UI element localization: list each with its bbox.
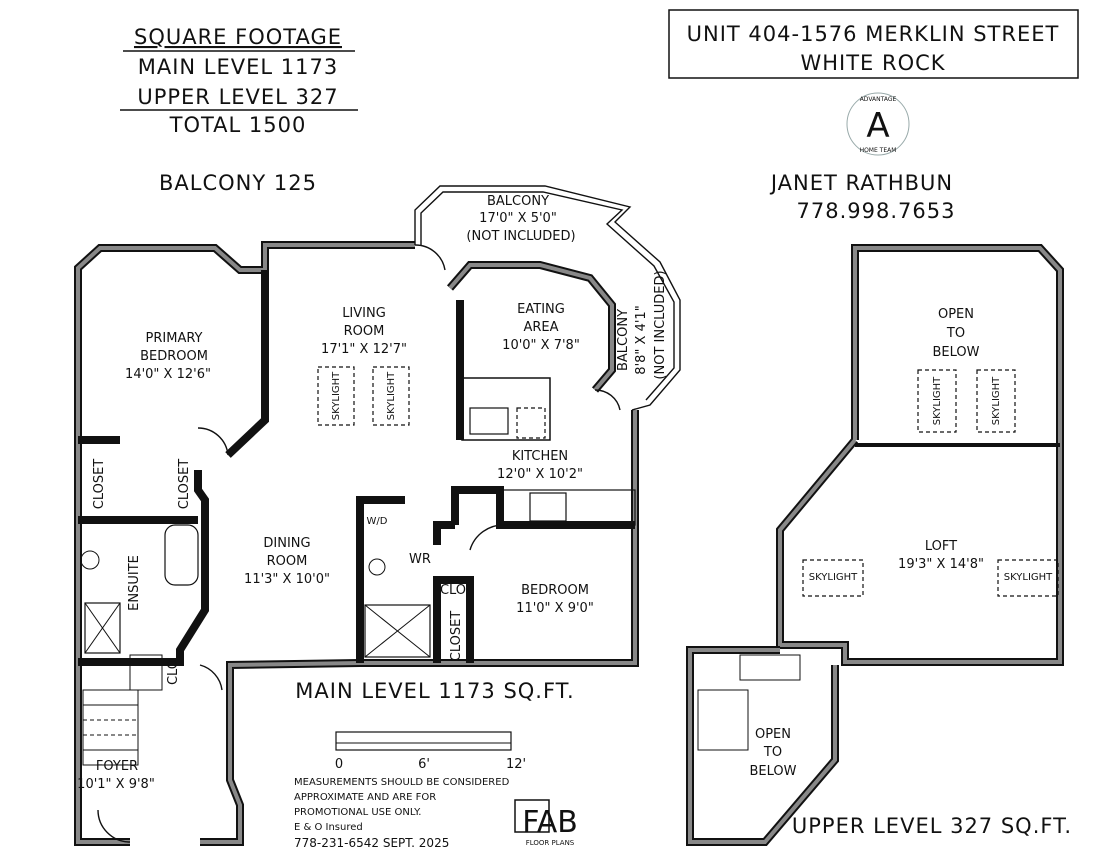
wr-label: WR — [409, 552, 431, 567]
disclaimer: MEASUREMENTS SHOULD BE CONSIDERED APPROX… — [294, 777, 510, 850]
ensuite-label: ENSUITE — [127, 555, 142, 611]
fab-logo-text: FAB — [522, 805, 578, 840]
advantage-logo: ADVANTAGE A HOME TEAM — [846, 92, 910, 156]
balcony-side-note: (NOT INCLUDED) — [653, 270, 668, 379]
sqft-heading: SQUARE FOOTAGE — [134, 25, 342, 49]
balcony-side-dims: 8'8" X 4'1" — [634, 305, 649, 374]
balcony-top-name: BALCONY — [487, 194, 549, 209]
primary-dims: 14'0" X 12'6" — [125, 367, 211, 382]
skylight-label: SKYLIGHT — [932, 376, 943, 425]
foyer-dims: 10'1" X 9'8" — [77, 777, 155, 792]
bedroom-name: BEDROOM — [521, 583, 589, 598]
kitchen-name: KITCHEN — [512, 449, 568, 464]
primary-name2: BEDROOM — [140, 349, 208, 364]
sqft-balcony: BALCONY 125 — [159, 171, 317, 195]
main-level-walls — [74, 185, 681, 846]
sqft-total: TOTAL 1500 — [169, 113, 307, 137]
scale-label: 6' — [418, 757, 430, 772]
clo-label-2: CLO — [166, 659, 181, 685]
logo-top: ADVANTAGE — [860, 96, 897, 103]
disclaimer-line: PROMOTIONAL USE ONLY. — [294, 807, 421, 818]
upper-level-title: UPPER LEVEL 327 SQ.FT. — [792, 814, 1072, 838]
living-name: LIVING — [342, 306, 386, 321]
square-footage-block: SQUARE FOOTAGE MAIN LEVEL 1173 UPPER LEV… — [120, 25, 358, 195]
skylight-label: SKYLIGHT — [331, 371, 342, 420]
scale-label: 0 — [335, 757, 343, 772]
primary-name: PRIMARY — [146, 331, 203, 346]
agent-phone: 778.998.7653 — [797, 199, 956, 223]
kitchen-dims: 12'0" X 10'2" — [497, 467, 583, 482]
skylight-label: SKYLIGHT — [386, 371, 397, 420]
living-name2: ROOM — [344, 324, 385, 339]
skylight-label: SKYLIGHT — [1004, 572, 1053, 583]
open-label: OPEN — [755, 727, 791, 742]
disclaimer-contact: 778-231-6542 SEPT. 2025 — [294, 836, 449, 850]
upper-level-walls — [686, 244, 1064, 846]
logo-bottom: HOME TEAM — [860, 147, 897, 154]
balcony-top-note: (NOT INCLUDED) — [466, 229, 575, 244]
disclaimer-line: APPROXIMATE AND ARE FOR — [294, 792, 436, 803]
open-label: TO — [946, 326, 965, 341]
scale-label: 12' — [506, 757, 526, 772]
eating-name2: AREA — [523, 320, 558, 335]
open-label: OPEN — [938, 307, 974, 322]
main-level-title: MAIN LEVEL 1173 SQ.FT. — [295, 679, 574, 703]
loft-name: LOFT — [925, 539, 957, 554]
disclaimer-line: E & O Insured — [294, 822, 363, 833]
closet-label-2: CLOSET — [177, 459, 192, 510]
eating-name: EATING — [517, 302, 565, 317]
bedroom-dims: 11'0" X 9'0" — [516, 601, 594, 616]
skylight-label: SKYLIGHT — [809, 572, 858, 583]
eating-dims: 10'0" X 7'8" — [502, 338, 580, 353]
open-label: TO — [763, 745, 782, 760]
dining-name2: ROOM — [267, 554, 308, 569]
logo-letter: A — [866, 106, 889, 146]
open-label: BELOW — [933, 345, 980, 360]
address-box: UNIT 404-1576 MERKLIN STREET WHITE ROCK — [668, 9, 1079, 79]
sqft-upper: UPPER LEVEL 327 — [137, 85, 338, 109]
room-labels-main: BALCONY 17'0" X 5'0" (NOT INCLUDED) BALC… — [77, 194, 668, 792]
dining-name: DINING — [263, 536, 310, 551]
clo-label-1: CLO — [440, 583, 466, 598]
open-label: BELOW — [750, 764, 797, 779]
living-dims: 17'1" X 12'7" — [321, 342, 407, 357]
closet-label-3: CLOSET — [449, 611, 464, 662]
address-line2: WHITE ROCK — [800, 51, 945, 75]
sqft-main: MAIN LEVEL 1173 — [138, 55, 338, 79]
scale-bar: 0 6' 12' — [335, 731, 526, 772]
balcony-top-dims: 17'0" X 5'0" — [479, 211, 557, 226]
agent-name: JANET RATHBUN — [769, 171, 953, 195]
balcony-side-name: BALCONY — [616, 309, 631, 371]
room-labels-upper: OPEN TO BELOW LOFT 19'3" X 14'8" OPEN TO… — [750, 307, 1072, 838]
loft-dims: 19'3" X 14'8" — [898, 557, 984, 572]
disclaimer-line: MEASUREMENTS SHOULD BE CONSIDERED — [294, 777, 510, 788]
dining-dims: 11'3" X 10'0" — [244, 572, 330, 587]
closet-label-1: CLOSET — [92, 459, 107, 510]
foyer-name: FOYER — [96, 759, 138, 774]
wd-label: W/D — [367, 516, 388, 527]
fab-logo-sub: FLOOR PLANS — [526, 839, 575, 847]
skylight-label: SKYLIGHT — [991, 376, 1002, 425]
main-stairs — [82, 654, 163, 766]
fab-logo: FAB FLOOR PLANS — [514, 799, 578, 847]
address-line1: UNIT 404-1576 MERKLIN STREET — [687, 22, 1060, 46]
